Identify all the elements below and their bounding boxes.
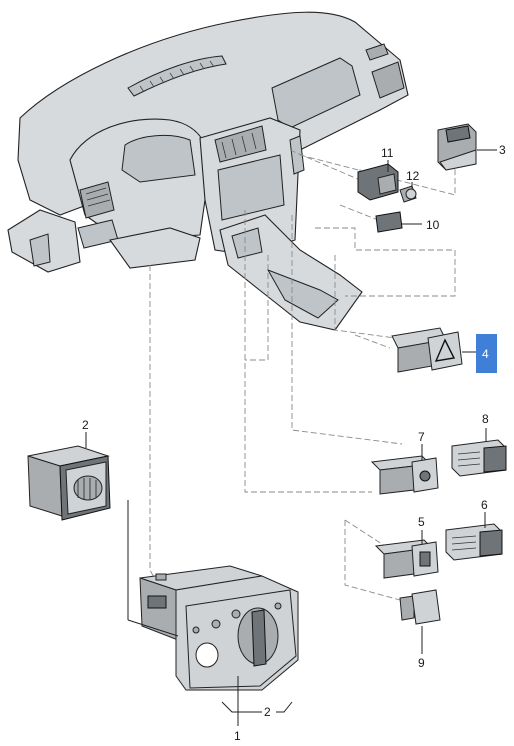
callout-11[interactable]: 11 [381, 146, 394, 160]
callout-2-top[interactable]: 2 [82, 418, 89, 432]
part-12-bulb[interactable] [399, 185, 417, 203]
callout-7[interactable]: 7 [418, 430, 425, 444]
part-1-light-switch-assembly[interactable] [139, 565, 299, 691]
leader-lines [85, 149, 497, 726]
part-10-cover[interactable] [375, 211, 403, 233]
part-7-switch[interactable] [370, 455, 439, 495]
part-8-switch[interactable] [451, 439, 507, 477]
part-4-hazard-switch[interactable] [391, 327, 463, 373]
part-3-switch[interactable] [437, 123, 477, 171]
part-2-rotary-module[interactable] [27, 445, 111, 521]
part-9-switch[interactable] [399, 589, 441, 625]
part-5-switch[interactable] [374, 539, 439, 579]
part-6-switch[interactable] [445, 523, 503, 561]
part-11-switch[interactable] [357, 163, 399, 201]
callout-labels: 3 11 12 10 4 8 7 6 5 9 2 2 1 [82, 143, 506, 743]
callout-4[interactable]: 4 [482, 347, 489, 361]
callout-6[interactable]: 6 [481, 498, 488, 512]
callout-10[interactable]: 10 [426, 218, 440, 232]
dashboard-illustration [7, 11, 409, 331]
selected-callout-highlight [476, 334, 497, 373]
callout-9[interactable]: 9 [418, 656, 425, 670]
callout-2-bottom[interactable]: 2 [264, 705, 271, 719]
callout-5[interactable]: 5 [418, 515, 425, 529]
callout-3[interactable]: 3 [499, 143, 506, 157]
callout-1[interactable]: 1 [234, 729, 241, 743]
callout-12[interactable]: 12 [406, 169, 420, 183]
callout-8[interactable]: 8 [482, 412, 489, 426]
